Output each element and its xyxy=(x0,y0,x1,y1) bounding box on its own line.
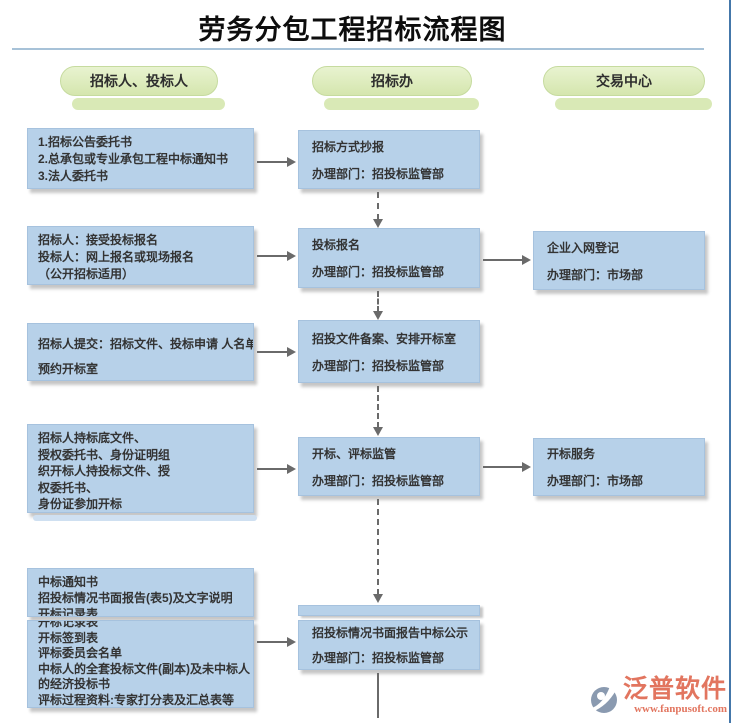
fanpu-logo-url: www.fanpusoft.com xyxy=(634,703,727,715)
lane-header-bid-office-label: 招标办 xyxy=(312,66,472,96)
lane-header-trade-center: 交易中心 xyxy=(543,66,712,110)
fanpu-logo-name: 泛普软件 xyxy=(622,675,727,703)
arrow-row2 xyxy=(257,255,288,257)
flow-box-award-report-bottom: 开标记录表 开标签到表 评标委员会名单 中标人的全套投标文件(副本)及未中标人 … xyxy=(27,620,254,708)
box-line: （公开招标适用） xyxy=(38,267,135,281)
lane-header-trade-center-label: 交易中心 xyxy=(543,66,705,96)
box-dept: 办理部门：市场部 xyxy=(547,474,644,488)
lane-header-bidders: 招标人、投标人 xyxy=(60,66,225,110)
arrow-row5 xyxy=(257,641,288,643)
pill-shadow xyxy=(72,98,225,110)
box-line: 3.法人委托书 xyxy=(38,169,109,183)
title-underline xyxy=(12,48,704,50)
box-title: 企业入网登记 xyxy=(547,240,620,255)
box-line: 投标人：网上报名或现场报名 xyxy=(38,250,195,264)
box-line: 开标记录表 xyxy=(38,607,99,617)
connector-v5 xyxy=(377,673,379,718)
flow-box-documents: 1.招标公告委托书 2.总承包或专业承包工程中标通知书 3.法人委托书 xyxy=(27,128,254,189)
box-line: 招标人：接受投标报名 xyxy=(38,233,159,247)
arrow-head xyxy=(287,637,296,647)
arrow-row3 xyxy=(257,351,288,353)
flow-box-open-bid-materials: 招标人持标底文件、 授权委托书、身份证明组 织开标人持投标文件、授 权委托书、 … xyxy=(27,424,254,513)
arrow-head xyxy=(287,464,296,474)
arrow-head-down xyxy=(373,427,383,436)
box-title: 招投文件备案、安排开标室 xyxy=(312,331,457,346)
flow-box-registration: 招标人：接受投标报名 投标人：网上报名或现场报名 （公开招标适用） xyxy=(27,226,254,285)
connector-v1 xyxy=(377,192,379,220)
box-line: 预约开标室 xyxy=(38,362,99,376)
box-dept: 办理部门：招投标监管部 xyxy=(312,358,445,373)
flow-box-network-register: 企业入网登记 办理部门：市场部 xyxy=(533,231,705,290)
connector-v2 xyxy=(377,291,379,312)
arrow-head xyxy=(287,251,296,261)
arrow-head-down xyxy=(373,594,383,603)
box-title: 开标、评标监管 xyxy=(312,446,397,461)
flow-box-award-report-top: 中标通知书 招投标情况书面报告(表5)及文字说明 开标记录表 xyxy=(27,568,254,617)
arrow-head-down xyxy=(373,219,383,228)
connector-v4 xyxy=(377,499,379,595)
arrow-head xyxy=(522,255,531,265)
box-line: 评标委员会名单 xyxy=(38,646,123,660)
box-line: 评标过程资料:专家打分表及汇总表等 xyxy=(38,692,234,707)
arrow-head xyxy=(522,462,531,472)
arrow-head-down xyxy=(373,311,383,320)
lane-header-bid-office: 招标办 xyxy=(312,66,479,110)
flow-box-open-evaluate: 开标、评标监管 办理部门：招投标监管部 xyxy=(298,437,480,496)
box-line: 1.招标公告委托书 xyxy=(38,135,133,149)
box-line: 授权委托书、身份证明组 xyxy=(38,447,171,462)
box-title: 投标报名 xyxy=(312,238,361,252)
box-line: 开标记录表 xyxy=(38,620,99,629)
box-line: 开标签到表 xyxy=(38,630,99,645)
box-line: 招标人持标底文件、 xyxy=(38,431,147,445)
box-bottom-sliver xyxy=(33,515,257,521)
box-line: 中标通知书 xyxy=(38,575,99,589)
pill-shadow xyxy=(324,98,479,110)
lane-header-bidders-label: 招标人、投标人 xyxy=(60,66,218,96)
box-dept: 办理部门：市场部 xyxy=(547,267,644,282)
box-line: 招投标情况书面报告(表5)及文字说明 xyxy=(38,591,233,605)
box-dept: 办理部门：招投标监管部 xyxy=(312,473,445,488)
page-title: 劳务分包工程招标流程图 xyxy=(198,15,507,46)
flow-box-award-publicity: 招投标情况书面报告中标公示 办理部门：招投标监管部 xyxy=(298,620,480,670)
flow-box-open-service: 开标服务 办理部门：市场部 xyxy=(533,438,705,496)
box-line: 中标人的全套投标文件(副本)及未中标人 xyxy=(38,661,250,676)
flow-box-submit-files: 招标人提交：招标文件、投标申请 人名单 预约开标室 xyxy=(27,323,254,381)
arrow-row1 xyxy=(257,161,288,163)
box-line: 身份证参加开标 xyxy=(38,497,123,511)
flow-box-bid-signup: 投标报名 办理部门：招投标监管部 xyxy=(298,228,480,288)
arrow-row2-right xyxy=(483,259,523,261)
box-title: 招标方式抄报 xyxy=(312,139,385,154)
box-line: 2.总承包或专业承包工程中标通知书 xyxy=(38,152,229,166)
arrow-row4 xyxy=(257,468,288,470)
connector-v3 xyxy=(377,386,379,428)
box-line: 的经济投标书 xyxy=(38,677,111,691)
flow-box-publicity-top-strip xyxy=(298,605,480,616)
flow-box-bid-method-report: 招标方式抄报 办理部门：招投标监管部 xyxy=(298,130,480,189)
box-dept: 办理部门：招投标监管部 xyxy=(312,651,445,665)
box-dept: 办理部门：招投标监管部 xyxy=(312,166,445,181)
box-title: 开标服务 xyxy=(547,447,596,461)
box-title: 招投标情况书面报告中标公示 xyxy=(312,626,469,640)
fanpu-logo: 泛普软件 www.fanpusoft.com xyxy=(588,677,727,715)
box-line: 权委托书、 xyxy=(38,480,99,495)
right-frame-border xyxy=(729,0,731,723)
arrow-head xyxy=(287,157,296,167)
arrow-row4-right xyxy=(483,466,523,468)
box-line: 招标人提交：招标文件、投标申请 人名单 xyxy=(38,337,254,351)
box-line: 织开标人持投标文件、授 xyxy=(38,464,171,478)
pill-shadow xyxy=(555,98,712,110)
flow-box-file-record: 招投文件备案、安排开标室 办理部门：招投标监管部 xyxy=(298,320,480,383)
box-dept: 办理部门：招投标监管部 xyxy=(312,265,445,279)
arrow-head xyxy=(287,347,296,357)
fanpu-logo-icon xyxy=(588,686,617,713)
